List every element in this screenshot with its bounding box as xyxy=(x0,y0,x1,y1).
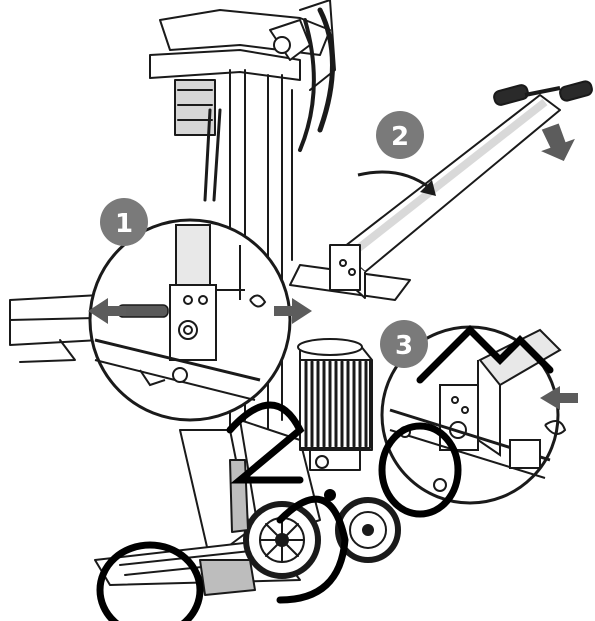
arrow-right xyxy=(274,298,312,324)
watermark-dot xyxy=(324,489,336,501)
wheel-right xyxy=(335,497,401,563)
step-badge-3: 3 xyxy=(380,320,428,368)
watermark-letter-c xyxy=(378,422,462,518)
step-number-2: 2 xyxy=(391,122,409,152)
step-badge-1: 1 xyxy=(100,198,148,246)
arrow-push-left xyxy=(540,386,578,410)
down-arrow xyxy=(541,123,575,161)
step-2-arrows xyxy=(357,123,575,196)
handle-bar xyxy=(329,80,593,299)
watermark-letter-g xyxy=(96,541,204,621)
arrow-left xyxy=(88,298,126,324)
curved-arrow xyxy=(357,170,431,190)
log-splitter-drawing xyxy=(9,0,411,596)
watermark-letter-2 xyxy=(226,401,305,484)
watermark-letter-m xyxy=(416,325,554,384)
curved-arrowhead xyxy=(420,180,436,196)
handle-grip-left xyxy=(493,84,529,106)
step-number-3: 3 xyxy=(395,331,413,361)
watermark xyxy=(96,325,554,621)
detail-circle-1 xyxy=(88,218,312,422)
motor xyxy=(297,338,373,471)
step-badge-2: 2 xyxy=(376,111,424,159)
wheel-left xyxy=(243,501,321,579)
watermark-letter-o xyxy=(276,495,349,604)
handle-grip-right xyxy=(559,80,593,102)
step-number-1: 1 xyxy=(115,209,133,239)
